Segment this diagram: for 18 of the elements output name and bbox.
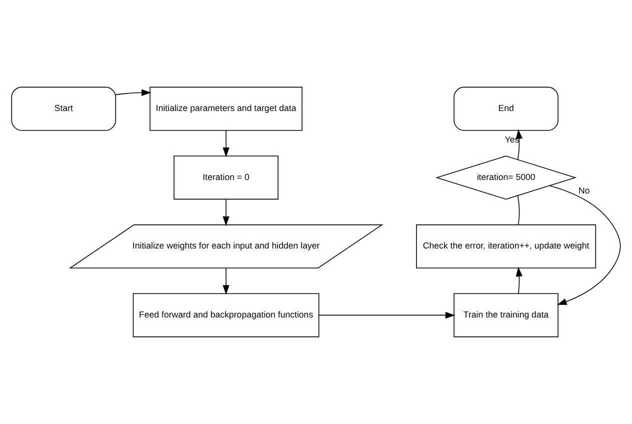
node-box: Feed forward and backpropagation functions — [132, 293, 320, 338]
arrow — [318, 312, 456, 319]
arrow — [115, 89, 152, 96]
arrow — [516, 266, 523, 294]
node-box: Train the training data — [454, 293, 558, 338]
edge-label: No — [578, 186, 590, 196]
edge-label: Yes — [504, 134, 520, 144]
arrow — [549, 185, 621, 305]
arrow — [222, 130, 230, 158]
arrow — [222, 198, 230, 226]
node-box: Iteration = 0 — [174, 156, 278, 200]
node-box: Check the error, iteration++, update weight — [416, 224, 596, 268]
node-diamond: iteration= 5000 — [436, 156, 577, 200]
arrow — [222, 268, 230, 295]
connector — [517, 195, 520, 226]
node-box: Initialize parameters and target data — [150, 86, 302, 131]
node-box: Start — [11, 86, 116, 131]
node-box: End — [454, 86, 558, 131]
